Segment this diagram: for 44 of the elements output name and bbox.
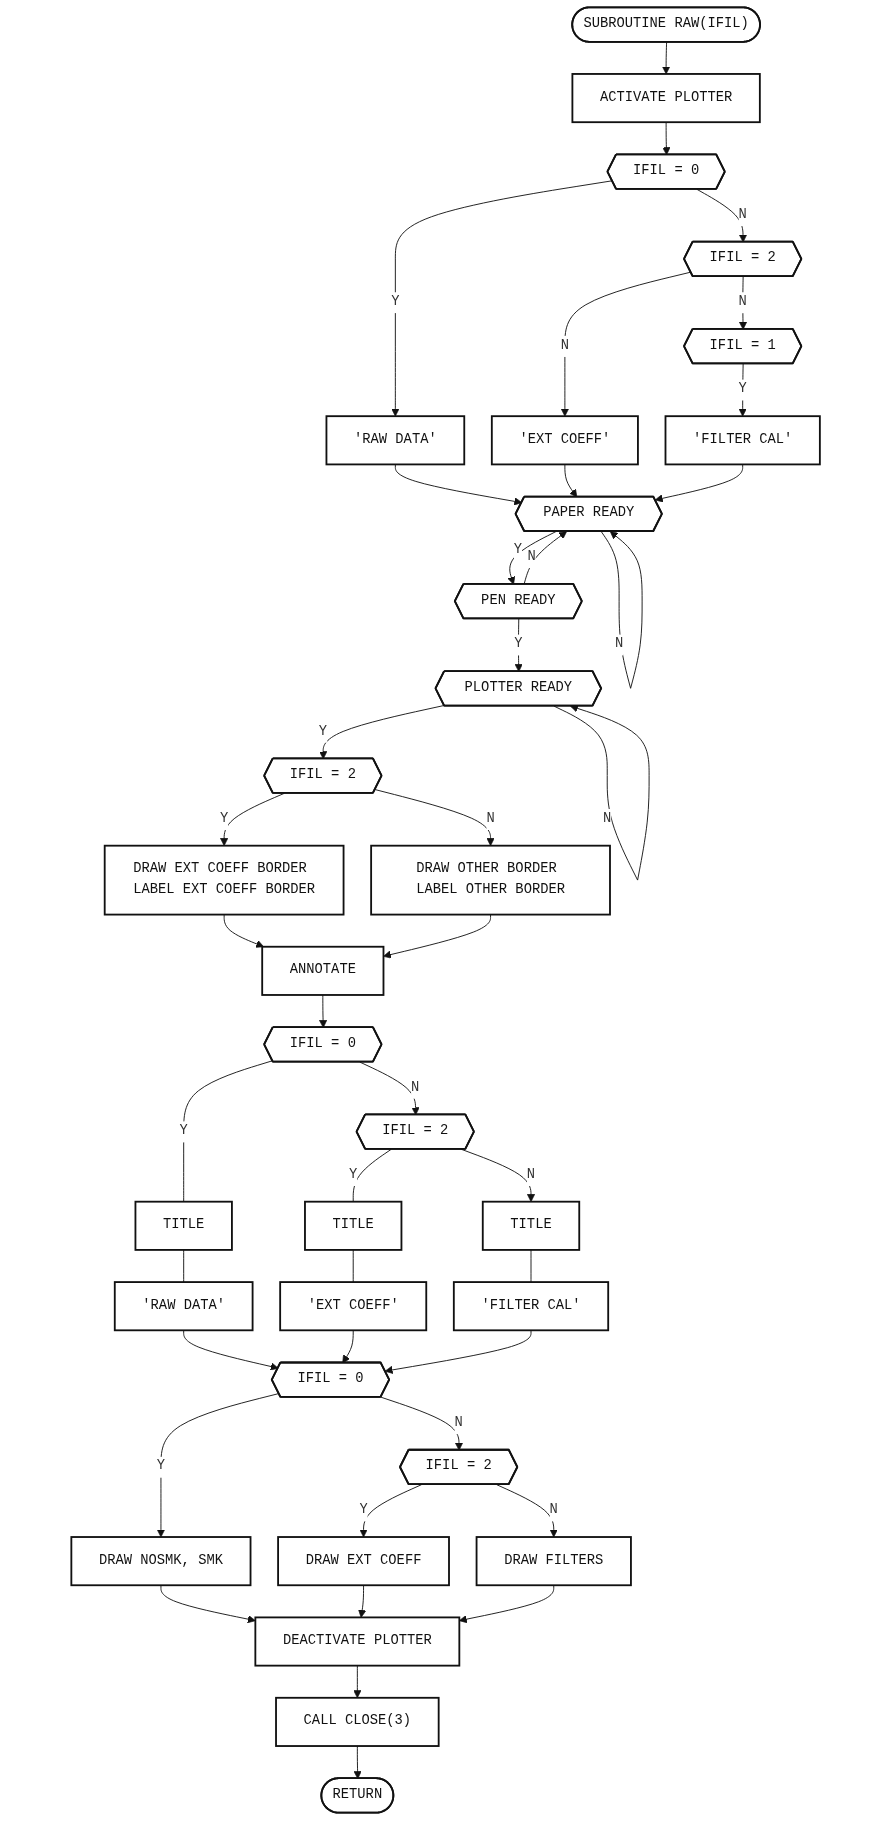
edge-label: N bbox=[603, 810, 612, 827]
edge-label: Y bbox=[514, 636, 523, 652]
node-box: 'FILTER CAL' bbox=[453, 1281, 610, 1332]
edge-label: N bbox=[527, 1166, 536, 1183]
connector bbox=[353, 1148, 393, 1203]
node-box: DRAW EXT COEFF BORDER LABEL EXT COEFF BORDER bbox=[104, 844, 345, 916]
node-box: 'FILTER CAL' bbox=[664, 415, 822, 466]
node-box: 'RAW DATA' bbox=[325, 415, 466, 466]
node-box: DEACTIVATE PLOTTER bbox=[254, 1616, 461, 1667]
node-box: TITLE bbox=[304, 1200, 403, 1251]
edge-label: Y bbox=[220, 810, 229, 827]
node-box: 'RAW DATA' bbox=[114, 1281, 254, 1332]
connector bbox=[183, 1060, 274, 1203]
edge-label: N bbox=[454, 1414, 464, 1431]
edge-label: N bbox=[527, 548, 537, 565]
connector bbox=[183, 1249, 185, 1283]
node-box: DRAW EXT COEFF bbox=[277, 1536, 451, 1587]
edge-label: N bbox=[411, 1079, 420, 1096]
edge-label: Y bbox=[359, 1502, 369, 1518]
connector bbox=[530, 1249, 532, 1283]
node-box: CALL CLOSE(3) bbox=[275, 1696, 440, 1747]
node-box: DRAW OTHER BORDER LABEL OTHER BORDER bbox=[370, 844, 612, 916]
edge-label: N bbox=[561, 337, 570, 354]
edge-label: N bbox=[738, 293, 748, 310]
edge-label: Y bbox=[391, 293, 400, 310]
node-box: 'EXT COEFF' bbox=[491, 415, 640, 466]
edge-label: Y bbox=[157, 1458, 166, 1475]
edge-label: N bbox=[738, 206, 748, 223]
edge-label: Y bbox=[349, 1166, 358, 1183]
edge-label: Y bbox=[738, 381, 748, 397]
node-box: TITLE bbox=[482, 1200, 581, 1251]
node-box: DRAW NOSMK, SMK bbox=[70, 1536, 252, 1587]
connector bbox=[353, 1249, 355, 1283]
edge-label: Y bbox=[179, 1123, 189, 1139]
edge-label: N bbox=[615, 636, 624, 652]
edge-label: N bbox=[550, 1502, 559, 1518]
node-box: 'EXT COEFF' bbox=[279, 1281, 428, 1332]
node-box: ACTIVATE PLOTTER bbox=[571, 73, 762, 124]
edge-label: Y bbox=[319, 723, 328, 740]
edge-label: N bbox=[486, 810, 496, 827]
node-box: TITLE bbox=[134, 1200, 234, 1251]
node-box: DRAW FILTERS bbox=[476, 1536, 633, 1587]
edge-label: Y bbox=[514, 542, 523, 558]
node-box: ANNOTATE bbox=[261, 945, 385, 996]
